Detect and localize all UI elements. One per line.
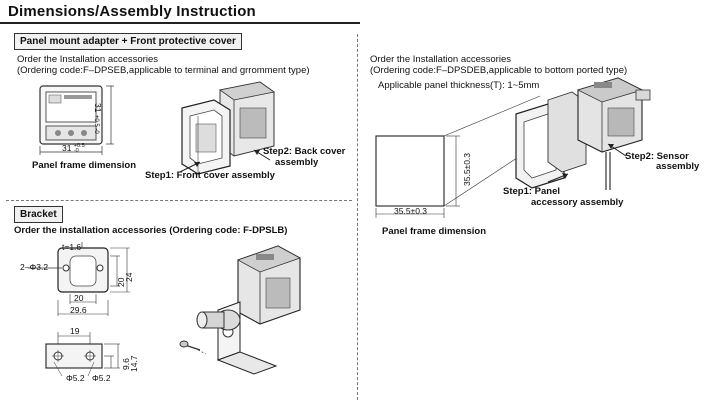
- order-line-2: (Ordering code:F–DPSEB,applicable to ter…: [17, 65, 310, 76]
- section-label-bracket: Bracket: [14, 206, 63, 223]
- dim-inner-width: 20: [74, 293, 84, 303]
- panel-thickness-note: Applicable panel thickness(T): 1~5mm: [378, 80, 540, 91]
- dim-hole: 2–Φ3.2: [20, 262, 49, 272]
- sensor-assembly-drawing: [515, 77, 651, 190]
- dim-outer-width: 29.6: [70, 305, 87, 315]
- dim-outer-height: 24: [124, 272, 134, 282]
- title-rule: [0, 22, 360, 24]
- dim-base-height2: 14.7: [129, 355, 139, 372]
- right-frame-caption: Panel frame dimension: [382, 226, 487, 237]
- dim-height-value: 31: [93, 103, 103, 113]
- section-label-panel-mount: Panel mount adapter + Front protective c…: [14, 33, 242, 50]
- bracket-base-view: [45, 332, 120, 377]
- right-dim-height: 35.5±0.3: [462, 152, 472, 186]
- order-line-1: Order the Installation accessories: [17, 54, 158, 65]
- right-order-line-2: (Ordering code:F–DPSDEB,applicable to bo…: [370, 65, 628, 76]
- dim-width-value: 31: [62, 143, 72, 153]
- right-step1-line1: Step1: Panel: [503, 186, 561, 197]
- dim-hole-right: Φ5.2: [92, 373, 111, 383]
- vertical-divider: [357, 34, 358, 400]
- right-step2-line2: assembly: [656, 161, 700, 172]
- step1-label: Step1: Front cover assembly: [145, 170, 275, 181]
- step2-line2: assembly: [275, 157, 319, 168]
- page-title: Dimensions/Assembly Instruction: [8, 3, 256, 20]
- right-panel-frame-drawing: [375, 95, 541, 218]
- right-step2-line1: Step2: Sensor: [625, 151, 689, 162]
- bracket-front-view: [28, 242, 130, 316]
- dim-thickness: t=1.6: [62, 242, 82, 252]
- dim-height-tol: +0.5 -0: [93, 114, 99, 134]
- step2-line1: Step2: Back cover: [263, 146, 346, 157]
- right-dim-width: 35.5±0.3: [394, 206, 428, 216]
- dim-base-width: 19: [70, 326, 80, 336]
- bracket-assembly-drawing: [179, 245, 301, 375]
- dim-width-label: 31 +0.5 -0: [62, 143, 85, 154]
- dim-width-tol-bottom: -0: [73, 147, 79, 154]
- cover-assembly-drawing: [179, 81, 275, 175]
- dim-hole-left: Φ5.2: [66, 373, 85, 383]
- dim-width-tol-top: +0.5: [73, 142, 85, 149]
- frame-caption-left: Panel frame dimension: [32, 160, 137, 171]
- bracket-order-line: Order the installation accessories (Orde…: [14, 225, 288, 236]
- right-order-line-1: Order the Installation accessories: [370, 54, 511, 65]
- horizontal-divider: [6, 200, 352, 201]
- right-step1-line2: accessory assembly: [531, 197, 624, 208]
- panel-frame-drawing: [39, 85, 114, 155]
- dim-height-label: 31 +0.5 -0: [93, 103, 103, 134]
